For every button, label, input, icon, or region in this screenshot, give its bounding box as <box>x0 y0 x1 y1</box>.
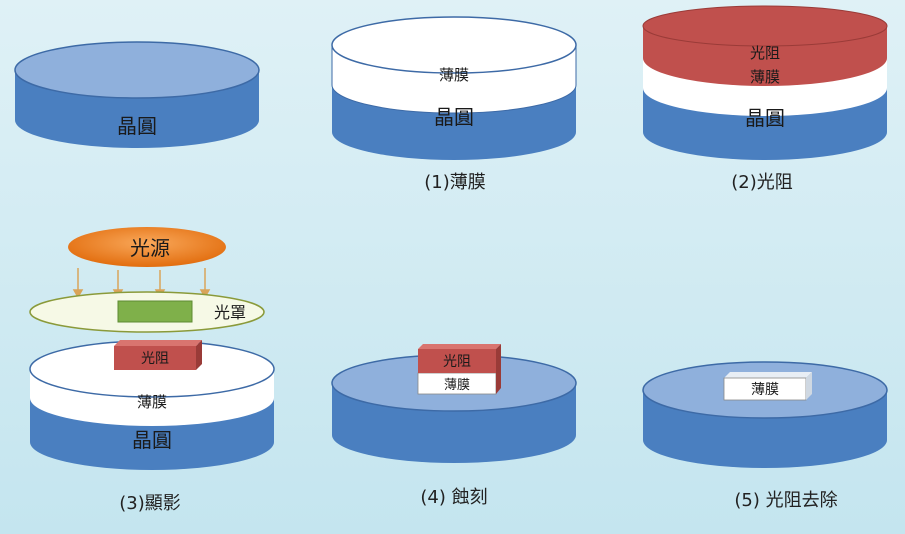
photoresist-block-top <box>114 340 202 346</box>
caption-step3: (3)顯影 <box>119 493 181 514</box>
panel-photoresist: 光阻 薄膜 晶圓 (2)光阻 <box>642 5 888 193</box>
wafer-label: 晶圓 <box>132 428 172 452</box>
panel-photoresist-removal: 薄膜 (5) 光阻去除 <box>642 361 888 511</box>
film-top <box>331 16 577 74</box>
light-source-label: 光源 <box>130 236 170 260</box>
film-label: 薄膜 <box>137 393 167 411</box>
light-source <box>68 227 226 267</box>
photoresist-block <box>114 346 196 370</box>
wafer-label: 晶圓 <box>434 105 474 129</box>
mask-pattern <box>117 300 193 323</box>
wafer-label: 晶圓 <box>745 106 785 130</box>
photoresist-label: 光阻 <box>141 351 169 367</box>
caption-step5: (5) 光阻去除 <box>734 490 837 511</box>
film-label: 薄膜 <box>444 378 470 393</box>
caption-step2: (2)光阻 <box>731 172 793 193</box>
mask-label: 光罩 <box>214 303 246 322</box>
caption-step4: (4) 蝕刻 <box>420 487 487 508</box>
film-label: 薄膜 <box>439 66 469 84</box>
film-label: 薄膜 <box>751 382 779 398</box>
caption-step1: (1)薄膜 <box>424 172 486 193</box>
photoresist-label: 光阻 <box>750 44 780 62</box>
photoresist-block <box>418 349 496 373</box>
panel-wafer: 晶圓 <box>14 41 260 148</box>
panel-etching: 薄膜 光阻 (4) 蝕刻 <box>331 344 577 508</box>
panel-film: 薄膜 晶圓 (1)薄膜 <box>331 16 577 193</box>
film-label: 薄膜 <box>750 68 780 86</box>
photoresist-label: 光阻 <box>443 354 471 370</box>
wafer-label: 晶圓 <box>117 114 157 138</box>
photoresist-top <box>642 5 888 47</box>
wafer-top <box>14 41 260 99</box>
panel-development: 光源 光罩 光阻 薄膜 晶圓 (3)顯影 <box>29 227 275 514</box>
